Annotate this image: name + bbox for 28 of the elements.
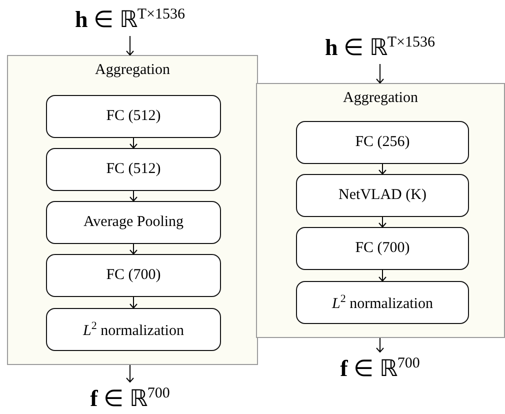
arrow — [376, 338, 384, 352]
arrow — [130, 244, 138, 254]
arrow — [130, 296, 138, 308]
layer-box: FC (700) — [296, 227, 469, 270]
layer-box: L$^{2}$ normalization — [46, 308, 221, 351]
arrow — [376, 64, 384, 84]
layer-box: FC (256) — [296, 121, 469, 164]
layer-box: Average Pooling — [46, 201, 221, 244]
arrow — [130, 138, 138, 148]
aggregation-panel — [7, 55, 258, 365]
layer-box: FC (512) — [46, 95, 221, 138]
layer-box: FC (512) — [46, 148, 221, 191]
panel-heading: Aggregation — [95, 62, 170, 79]
layer-box: FC (700) — [46, 254, 221, 297]
arrow — [130, 190, 138, 202]
arrow — [378, 164, 386, 174]
math-expression: f ∈ ℝ$^{700}$ — [80, 382, 180, 414]
arrow — [126, 364, 134, 382]
layer-box: NetVLAD (K) — [296, 174, 469, 217]
math-expression: f ∈ ℝ$^{700}$ — [330, 352, 430, 384]
layer-box: L$^{2}$ normalization — [296, 281, 469, 324]
arrow — [126, 36, 134, 56]
aggregation-panel — [256, 83, 505, 338]
arrow — [378, 270, 386, 282]
math-expression: h ∈ ℝ$^{T×1536}$ — [310, 30, 450, 64]
math-expression: h ∈ ℝ$^{T×1536}$ — [60, 2, 200, 36]
arrow — [378, 216, 386, 228]
panel-heading: Aggregation — [343, 90, 418, 107]
